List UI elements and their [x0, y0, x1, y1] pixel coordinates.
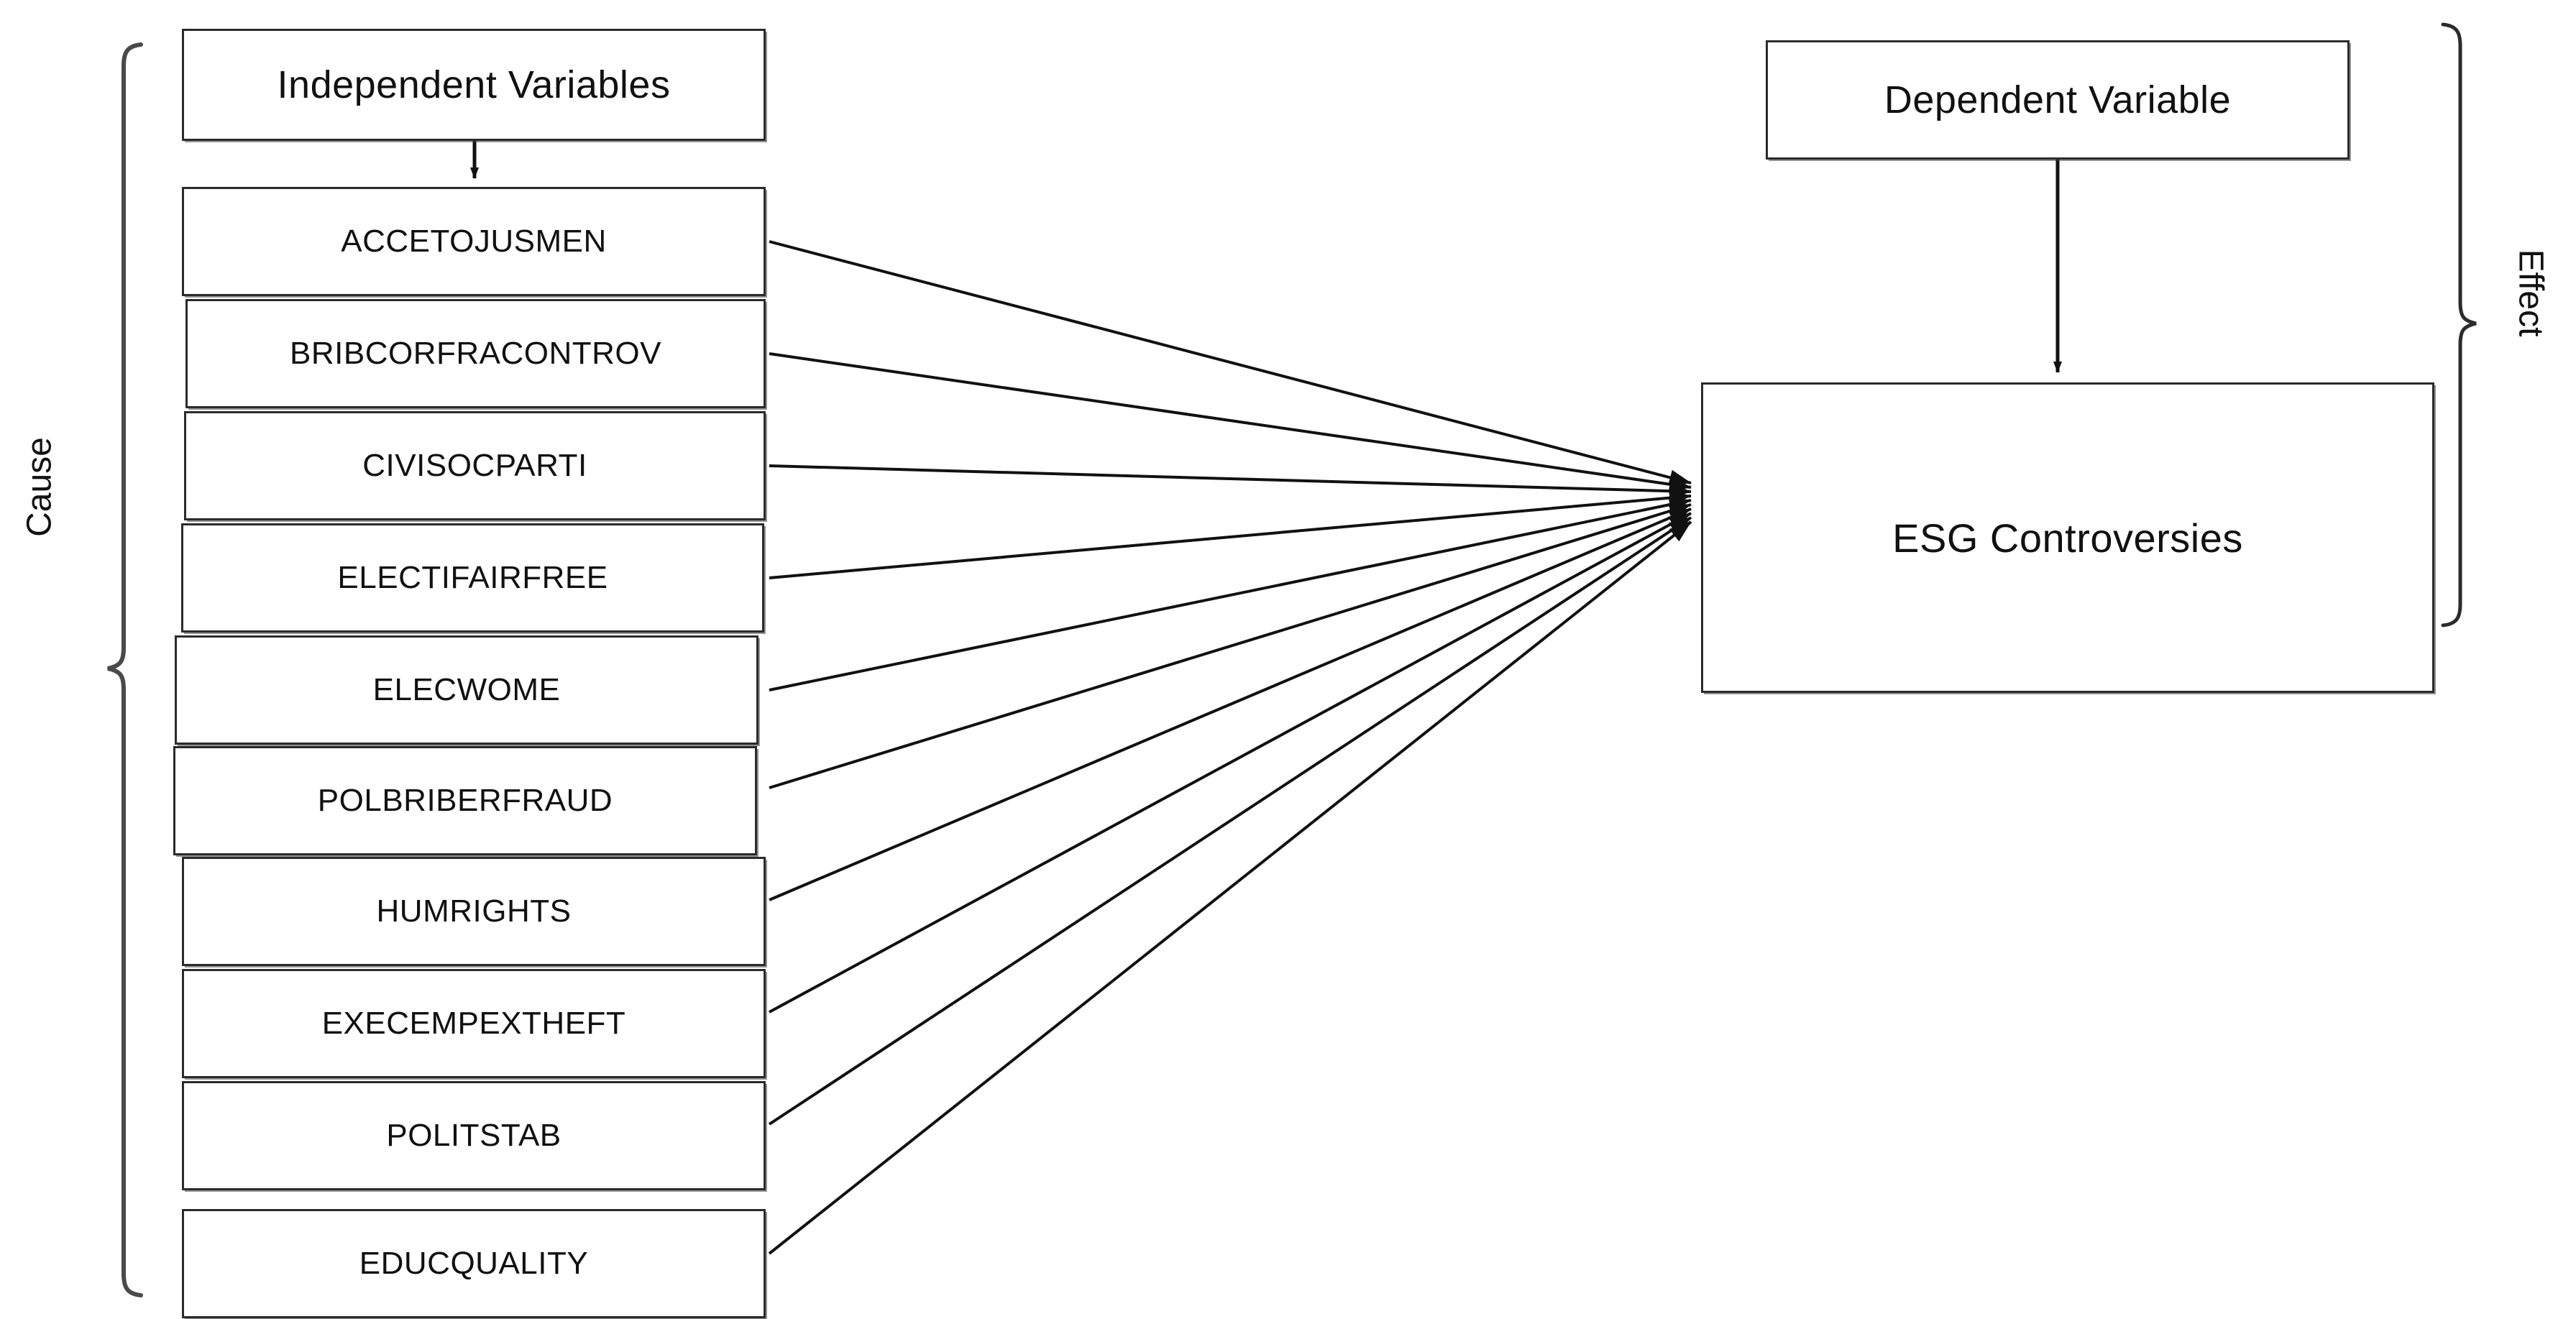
variable-label: ELECTIFAIRFREE: [337, 560, 608, 595]
variable-box-humrights[interactable]: HUMRIGHTS: [182, 857, 766, 966]
variable-box-educquality[interactable]: EDUCQUALITY: [182, 1209, 766, 1318]
esg-controversies-label: ESG Controversies: [1892, 515, 2243, 561]
variable-box-elecwome[interactable]: ELECWOME: [175, 635, 758, 745]
variable-label: EDUCQUALITY: [359, 1246, 589, 1281]
connector-variables-to-outcome: [768, 240, 1692, 1255]
variable-label: EXECEMPEXTHEFT: [321, 1006, 626, 1041]
variable-box-civisocparti[interactable]: CIVISOCPARTI: [184, 411, 766, 520]
independent-variables-header-box[interactable]: Independent Variables: [182, 29, 766, 141]
variable-box-politstab[interactable]: POLITSTAB: [182, 1081, 766, 1190]
variable-label: POLITSTAB: [386, 1118, 562, 1153]
variable-box-electifairfree[interactable]: ELECTIFAIRFREE: [181, 523, 764, 633]
dependent-variable-header-label: Dependent Variable: [1884, 78, 2232, 121]
variable-box-bribcorfracontrov[interactable]: BRIBCORFRACONTROV: [185, 299, 766, 408]
cause-brace: [107, 42, 143, 1297]
independent-variables-header-label: Independent Variables: [277, 63, 671, 106]
variable-box-polbriberfraud[interactable]: POLBRIBERFRAUD: [173, 746, 757, 855]
variable-label: BRIBCORFRACONTROV: [290, 336, 661, 371]
effect-brace: [2441, 22, 2477, 628]
variable-label: ACCETOJUSMEN: [341, 224, 607, 259]
dependent-variable-header-box[interactable]: Dependent Variable: [1766, 40, 2350, 160]
variable-box-execempextheft[interactable]: EXECEMPEXTHEFT: [182, 969, 766, 1078]
cause-brace-label: Cause: [20, 437, 59, 537]
variable-label: HUMRIGHTS: [376, 893, 572, 929]
variable-label: POLBRIBERFRAUD: [317, 783, 613, 818]
esg-controversies-box[interactable]: ESG Controversies: [1701, 382, 2434, 693]
variable-label: ELECWOME: [372, 672, 561, 707]
effect-brace-label: Effect: [2511, 249, 2550, 337]
variable-label: CIVISOCPARTI: [362, 448, 587, 483]
variable-box-accetojusmen[interactable]: ACCETOJUSMEN: [182, 187, 766, 296]
